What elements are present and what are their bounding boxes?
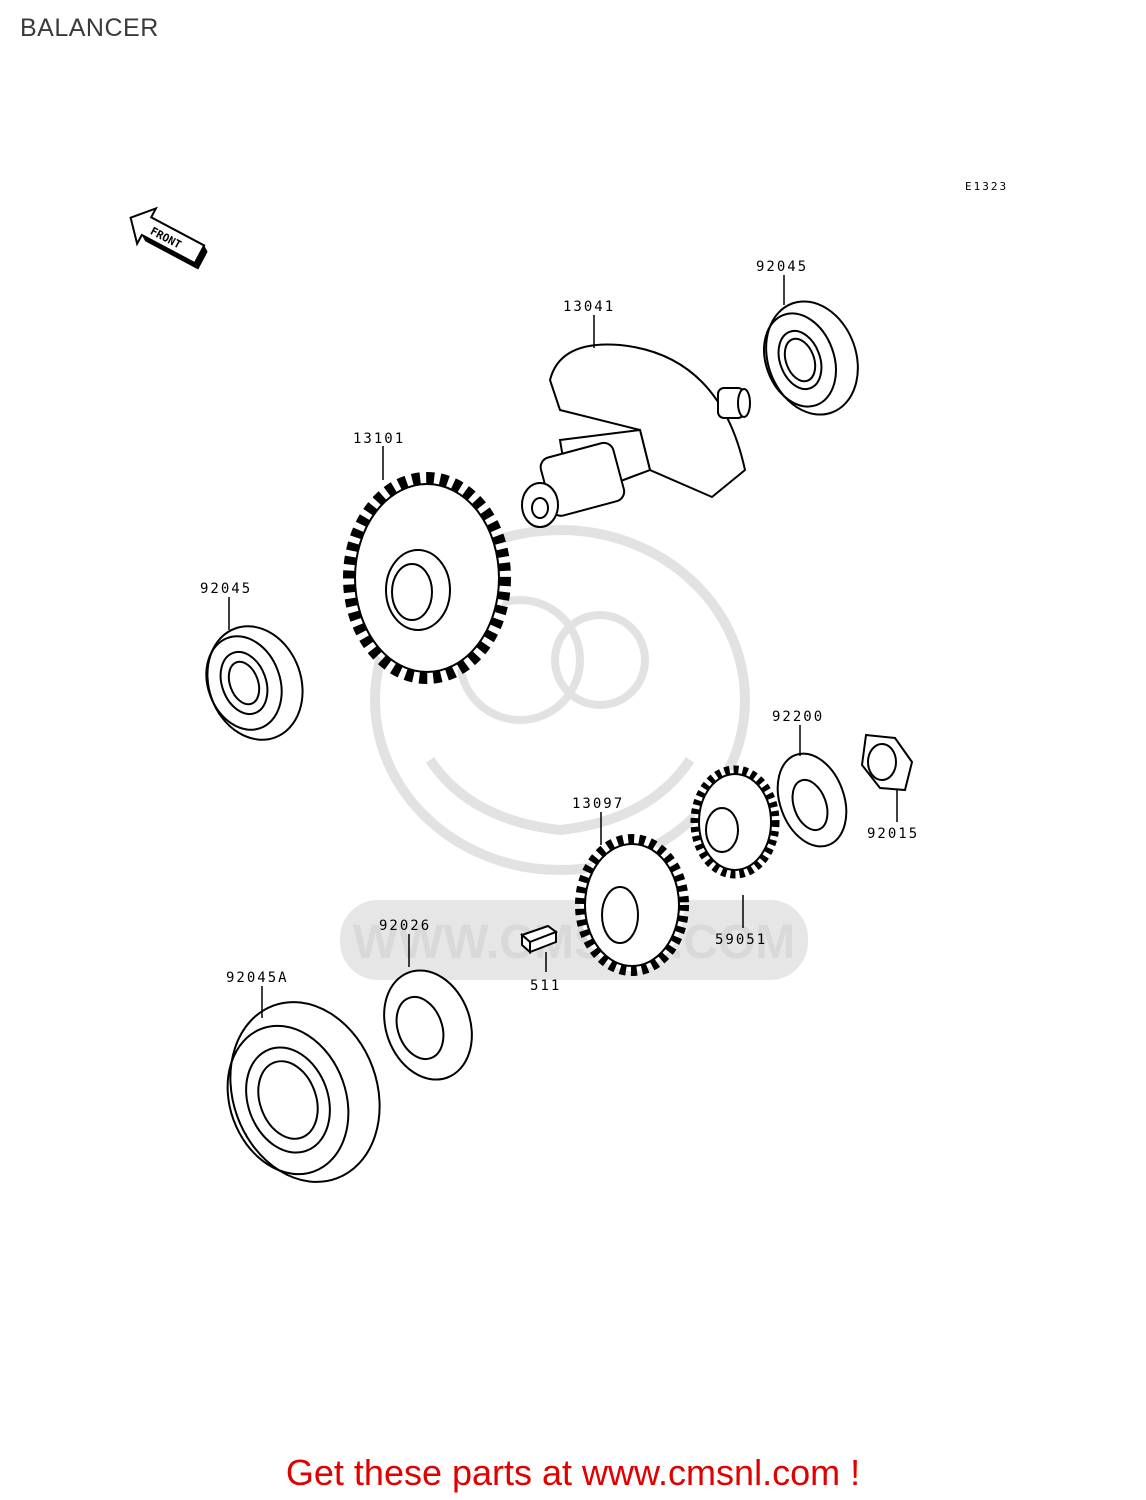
- gear-large: [343, 472, 511, 684]
- part-label-59051: 59051: [715, 932, 767, 948]
- part-label-92015: 92015: [867, 826, 919, 842]
- washer-lock: [776, 752, 848, 848]
- part-label-511: 511: [530, 978, 561, 994]
- part-label-92026: 92026: [379, 918, 431, 934]
- gear-mid: [575, 834, 689, 976]
- washer-plain: [383, 969, 473, 1081]
- gear-small: [690, 765, 780, 879]
- watermark-logo: WWW.CMSNL.COM: [340, 525, 808, 980]
- part-label-92045-top: 92045: [756, 259, 808, 275]
- part-label-92045a: 92045A: [226, 970, 289, 986]
- bearing-left: [205, 625, 304, 741]
- part-label-13041: 13041: [563, 299, 615, 315]
- watermark-text: WWW.CMSNL.COM: [353, 916, 796, 969]
- part-label-92045-left: 92045: [200, 581, 252, 597]
- bearing-big: [226, 1001, 381, 1183]
- part-label-13097: 13097: [572, 796, 624, 812]
- key: [520, 924, 559, 955]
- front-arrow-icon: FRONT: [129, 206, 208, 270]
- diagram-code: E1323: [965, 180, 1008, 193]
- part-label-92200: 92200: [772, 709, 824, 725]
- promo-link[interactable]: Get these parts at www.cmsnl.com !: [285, 1452, 861, 1493]
- page-title: BALANCER: [20, 14, 159, 42]
- bearing-top: [763, 300, 859, 416]
- nut: [860, 733, 914, 792]
- balancer-shaft: [521, 343, 751, 528]
- part-label-13101: 13101: [353, 431, 405, 447]
